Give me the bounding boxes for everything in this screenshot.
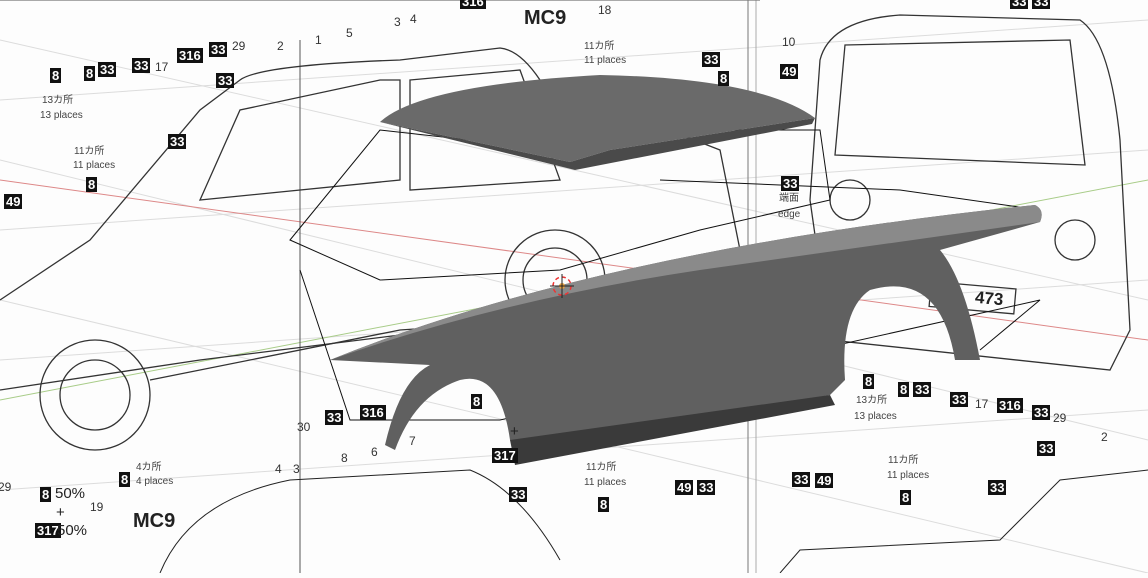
part-label: 317 xyxy=(492,448,518,463)
note-en: 11 places xyxy=(584,55,627,66)
part-label: 33 xyxy=(781,176,800,191)
mc9-label: MC9 xyxy=(133,510,176,532)
part-label: 33 xyxy=(98,62,117,77)
part-number: 17 xyxy=(975,397,989,411)
note-jp: 4カ所 xyxy=(136,462,162,473)
part-number: 3 xyxy=(394,15,401,29)
part-number: 8 xyxy=(341,451,348,465)
part-number: 17 xyxy=(155,60,169,74)
car-bottom-outline xyxy=(159,469,1148,574)
part-label: 33 xyxy=(697,480,716,495)
part-label: 8 xyxy=(898,382,910,397)
part-label: 33 xyxy=(1032,405,1051,420)
body-bottom-edge xyxy=(510,395,835,465)
part-number: 29 xyxy=(0,480,12,494)
body-top-mesh xyxy=(330,205,1042,360)
part-label: 33 xyxy=(325,410,344,425)
part-number: 2 xyxy=(1101,430,1108,444)
part-label: 33 xyxy=(950,392,969,407)
note-en: edge xyxy=(778,209,801,220)
part-number: 19 xyxy=(90,500,104,514)
part-number: 29 xyxy=(1053,411,1067,425)
part-label: 49 xyxy=(4,194,23,209)
part-number: 4 xyxy=(410,12,417,26)
part-label: 8 xyxy=(50,68,62,83)
note-en: 4 places xyxy=(136,476,174,487)
note-jp: 13カ所 xyxy=(42,95,74,106)
part-label: 8 xyxy=(40,487,52,502)
part-label: 8 xyxy=(86,177,98,192)
part-number: 5 xyxy=(346,26,353,40)
roof-mesh xyxy=(380,75,815,162)
part-label: 49 xyxy=(815,473,834,488)
part-label: 49 xyxy=(780,64,799,79)
part-label: 316 xyxy=(177,48,203,63)
part-label: 8 xyxy=(718,71,730,86)
part-label: 33 xyxy=(1010,0,1029,9)
part-label: 33 xyxy=(216,73,235,88)
part-label: 33 xyxy=(913,382,932,397)
part-label: 33 xyxy=(1032,0,1051,9)
part-number: 4 xyxy=(275,462,282,476)
part-number: 2 xyxy=(277,39,284,53)
part-label: 33 xyxy=(988,480,1007,495)
part-number: 18 xyxy=(598,3,612,17)
mc9-label: MC9 xyxy=(524,7,567,29)
part-label: 8 xyxy=(598,497,610,512)
note-jp: 13カ所 xyxy=(856,395,888,406)
note-en: 11 places xyxy=(887,470,930,481)
part-label: 8 xyxy=(863,374,875,389)
part-label: 49 xyxy=(675,480,694,495)
part-label: 33 xyxy=(702,52,721,67)
body-side-mesh xyxy=(330,205,1042,455)
part-label: 33 xyxy=(168,134,187,149)
part-label: 33 xyxy=(209,42,228,57)
part-label: 33 xyxy=(1037,441,1056,456)
note-en: 13 places xyxy=(854,411,897,422)
part-number: 1 xyxy=(315,33,322,47)
part-label: 33 xyxy=(509,487,528,502)
3d-cursor-icon xyxy=(550,274,574,298)
note-jp: 11カ所 xyxy=(584,41,615,52)
part-number: 3 xyxy=(293,462,300,476)
note-jp: 11カ所 xyxy=(888,455,919,466)
plus-label: + xyxy=(510,423,519,440)
part-label: 8 xyxy=(900,490,912,505)
part-label: 8 xyxy=(119,472,131,487)
note-jp: 端面 xyxy=(779,193,799,204)
part-number: 29 xyxy=(232,39,246,53)
roof-mesh-edge xyxy=(380,118,815,170)
note-jp: 11カ所 xyxy=(74,146,105,157)
part-label: 33 xyxy=(792,472,811,487)
part-label: 33 xyxy=(132,58,151,73)
plus-label: + xyxy=(56,504,65,521)
note-en: 11 places xyxy=(584,477,627,488)
percent-label: 50% xyxy=(57,522,88,539)
part-number: 10 xyxy=(782,35,796,49)
part-label: 317 xyxy=(35,523,61,538)
part-label: 316 xyxy=(997,398,1023,413)
part-number: 7 xyxy=(409,434,416,448)
part-label: 316 xyxy=(360,405,386,420)
part-label: 316 xyxy=(460,0,486,9)
part-number: 30 xyxy=(297,420,311,434)
part-label: 8 xyxy=(84,66,96,81)
part-number: 6 xyxy=(371,445,378,459)
percent-label: 50% xyxy=(55,485,86,502)
note-jp: 11カ所 xyxy=(586,462,617,473)
note-en: 11 places xyxy=(73,160,116,171)
license-plate: 473 xyxy=(974,287,1005,310)
part-label: 8 xyxy=(471,394,483,409)
note-en: 13 places xyxy=(40,110,83,121)
